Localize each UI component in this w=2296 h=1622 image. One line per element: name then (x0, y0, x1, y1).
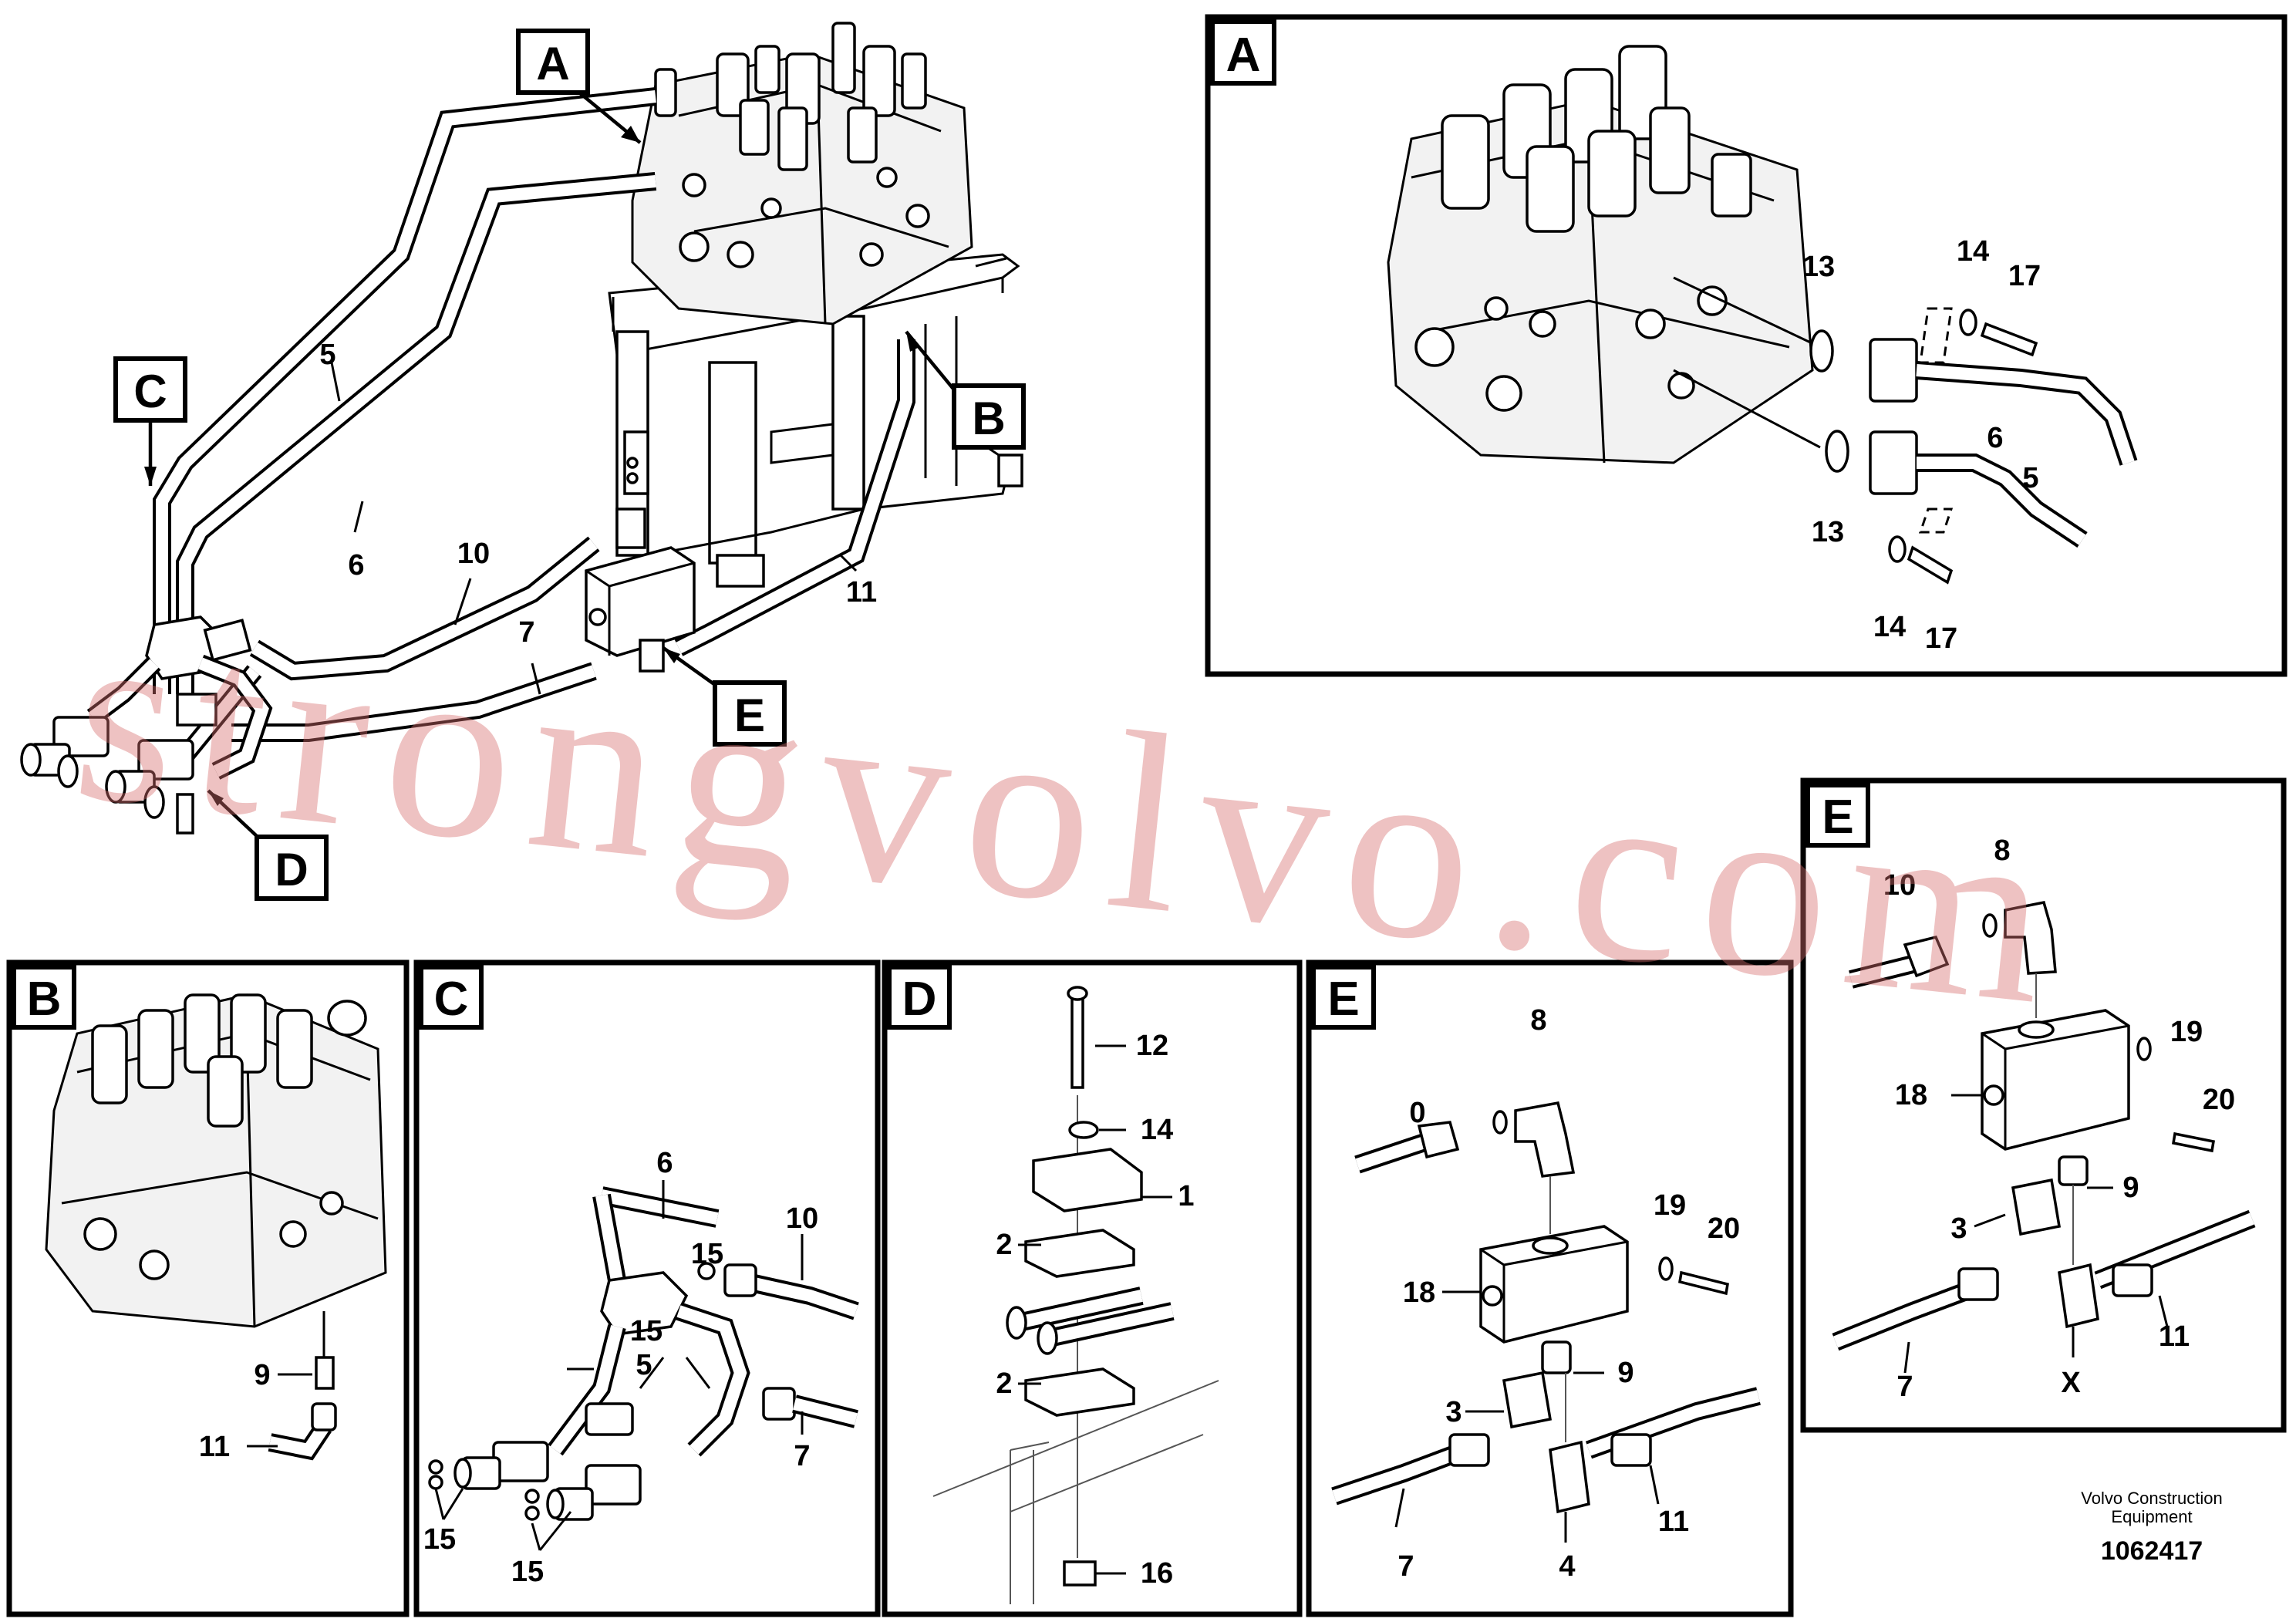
panel-e-bottom-label-0: 0 (1409, 1097, 1425, 1129)
label-6: 6 (348, 549, 364, 582)
callout-e-label: E (734, 690, 765, 741)
panel-c-label-10: 10 (786, 1202, 818, 1235)
panel-c-label-15-mid: 15 (630, 1315, 663, 1347)
panel-a-label-13-bottom: 13 (1812, 516, 1844, 548)
callout-a-label: A (536, 38, 569, 89)
hoses-10-7-11 (162, 339, 915, 765)
callout-tag-d: D (255, 835, 329, 901)
callout-tag-a: A (516, 29, 590, 95)
panel-a-label-14-top: 14 (1957, 235, 1989, 268)
panel-e-right-label-8: 8 (1994, 835, 2010, 867)
panel-d-assembly (932, 986, 1219, 1604)
distribution-block (585, 430, 765, 673)
panel-e-bottom-label-8: 8 (1530, 1004, 1546, 1037)
label-11: 11 (846, 576, 877, 609)
panel-e-right-label-7: 7 (1896, 1371, 1913, 1403)
panel-e-right-label-19: 19 (2170, 1016, 2203, 1048)
panel-e-bottom-label-4: 4 (1559, 1550, 1575, 1583)
panel-c-label-15-bottom: 15 (511, 1556, 544, 1588)
panel-a-tag: A (1226, 29, 1261, 82)
callout-d-label: D (275, 844, 308, 895)
panel-e-bottom-label-9: 9 (1617, 1357, 1633, 1389)
hoses-5-6 (153, 87, 657, 694)
label-5: 5 (319, 339, 335, 371)
panel-c-assembly (428, 1180, 859, 1551)
panel-e-right-label-3: 3 (1950, 1212, 1967, 1245)
drawing-number: 1062417 (2101, 1536, 2203, 1566)
control-valve (631, 22, 1007, 325)
panel-d: D 12 14 1 2 2 16 (882, 959, 1303, 1617)
callout-tag-e: E (713, 680, 787, 747)
callout-b-label: B (972, 393, 1005, 444)
panel-c-label-15-top: 15 (691, 1238, 723, 1270)
panel-e-bottom-label-19: 19 (1654, 1189, 1686, 1222)
panel-a-label-14-bottom: 14 (1873, 611, 1906, 643)
panel-b-label-11: 11 (199, 1431, 230, 1463)
panel-a: A (1205, 14, 2288, 677)
panel-d-label-16: 16 (1141, 1557, 1173, 1590)
callout-tag-c: C (113, 356, 187, 423)
panel-e-bottom-label-7: 7 (1397, 1550, 1414, 1583)
panel-c-label-5: 5 (636, 1349, 652, 1381)
panel-d-label-2-bottom: 2 (996, 1367, 1012, 1400)
panel-a-valve (1387, 45, 1814, 464)
panel-c-label-15-left: 15 (423, 1523, 456, 1556)
callout-tag-b: B (952, 383, 1026, 450)
panel-d-label-14: 14 (1141, 1114, 1173, 1146)
panel-e-right: E 10 8 19 1 (1800, 777, 2287, 1433)
panel-e-right-assembly (1832, 900, 2256, 1374)
panel-a-flanges (1673, 276, 2138, 585)
panel-e-right-label-9: 9 (2122, 1172, 2139, 1204)
panel-a-label-17-top: 17 (2008, 260, 2041, 292)
panel-e-bottom-assembly (1331, 1101, 1761, 1543)
panel-a-label-13-top: 13 (1802, 251, 1835, 283)
panel-a-label-17-bottom: 17 (1925, 622, 1957, 655)
callout-c-label: C (133, 366, 167, 417)
watermark-text: strongvolvo.com (64, 571, 2078, 1060)
panel-e-bottom: E 0 8 19 20 (1306, 959, 1794, 1617)
panel-e-right-label-11: 11 (2159, 1320, 2190, 1353)
panel-d-label-2-top: 2 (996, 1229, 1012, 1261)
panel-c-tag: C (434, 973, 469, 1026)
panel-e-bottom-label-20: 20 (1708, 1212, 1740, 1245)
panel-e-right-label-18: 18 (1895, 1079, 1927, 1111)
panel-a-label-5: 5 (2022, 462, 2038, 494)
tee-couplings (20, 615, 273, 835)
brand-line-1: Volvo Construction (2081, 1489, 2222, 1508)
footer-brand: Volvo Construction Equipment 1062417 (2081, 1489, 2222, 1566)
panel-c-label-6: 6 (656, 1147, 673, 1179)
panel-c-label-7: 7 (794, 1440, 810, 1472)
panel-e-bottom-tag: E (1327, 973, 1359, 1026)
panel-e-bottom-label-11: 11 (1658, 1506, 1689, 1538)
panel-b-valve (45, 993, 387, 1461)
label-10: 10 (457, 538, 490, 570)
panel-e-right-label-x: X (2061, 1367, 2081, 1399)
panel-e-right-label-20: 20 (2203, 1084, 2235, 1116)
panel-e-right-label-10: 10 (1883, 869, 1916, 902)
panel-d-label-12: 12 (1136, 1030, 1168, 1062)
main-leaders (144, 87, 962, 850)
panel-e-bottom-label-3: 3 (1445, 1396, 1462, 1428)
panel-d-tag: D (902, 973, 937, 1026)
panel-b-label-9: 9 (254, 1359, 270, 1391)
panel-a-label-6: 6 (1987, 422, 2003, 454)
brand-line-2: Equipment (2111, 1507, 2192, 1526)
panel-e-right-tag: E (1822, 791, 1853, 844)
panel-d-label-1: 1 (1178, 1180, 1194, 1212)
panel-e-bottom-label-18: 18 (1403, 1276, 1435, 1309)
panel-b: B 9 11 (6, 959, 410, 1617)
label-7: 7 (518, 616, 534, 649)
panel-b-tag: B (27, 973, 62, 1026)
main-assembly: A B C D E 5 6 10 7 11 (20, 22, 1026, 901)
panel-c: C (413, 959, 881, 1617)
